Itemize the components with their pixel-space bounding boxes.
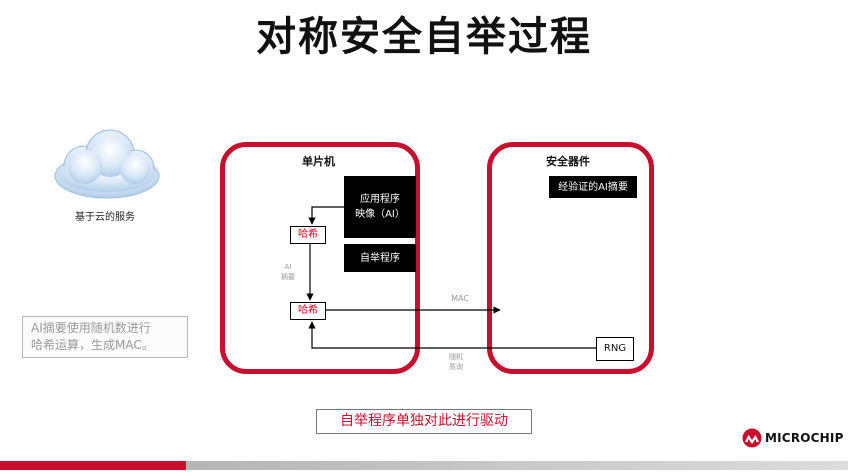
mac-label: MAC xyxy=(451,294,469,303)
caption-box: 自举程序单独对此进行驱动 xyxy=(316,409,532,434)
verified-digest-box: 经验证的AI摘要 xyxy=(549,176,637,198)
note-line-2: 哈希运算，生成MAC。 xyxy=(31,338,154,352)
microchip-logo-icon xyxy=(742,428,762,448)
logo-text: MICROCHIP xyxy=(765,431,844,445)
bootloader-box: 自举程序 xyxy=(344,244,416,272)
note-box: AI摘要使用随机数进行 哈希运算，生成MAC。 xyxy=(22,316,188,358)
app-image-box: 应用程序 映像（AI） xyxy=(344,176,416,238)
arrow-app-to-hash xyxy=(308,206,344,225)
cloud-service-label: 基于云的服务 xyxy=(75,212,135,223)
random-label-line-1: 随机 xyxy=(449,353,463,361)
random-label-line-2: 质询 xyxy=(449,363,463,371)
footer-bar-gray xyxy=(186,461,848,470)
bootloader-label: 自举程序 xyxy=(360,252,400,264)
mcu-title: 单片机 xyxy=(302,155,335,168)
microchip-logo: MICROCHIP xyxy=(742,426,844,450)
ai-digest-label: AI 摘要 xyxy=(276,262,300,282)
random-challenge-label: 随机 质询 xyxy=(440,352,472,372)
secure-element-container xyxy=(487,142,654,374)
note-line-1: AI摘要使用随机数进行 xyxy=(31,321,151,335)
app-image-line-1: 应用程序 xyxy=(360,194,400,205)
ai-digest-line-2: 摘要 xyxy=(281,273,295,281)
ai-digest-line-1: AI xyxy=(284,263,292,271)
hash-box-top: 哈希 xyxy=(290,226,326,244)
hash-box-bottom: 哈希 xyxy=(290,302,326,320)
mcu-container xyxy=(220,142,420,374)
footer-bar-red xyxy=(0,461,186,470)
rng-box: RNG xyxy=(596,337,634,361)
slide-title: 对称安全自举过程 xyxy=(256,14,592,60)
verified-digest-label: 经验证的AI摘要 xyxy=(558,181,628,193)
arrow-rng-to-hash xyxy=(308,321,596,349)
app-image-line-2: 映像（AI） xyxy=(355,209,405,220)
cloud-icon xyxy=(54,129,160,199)
secure-element-title: 安全器件 xyxy=(546,155,590,168)
